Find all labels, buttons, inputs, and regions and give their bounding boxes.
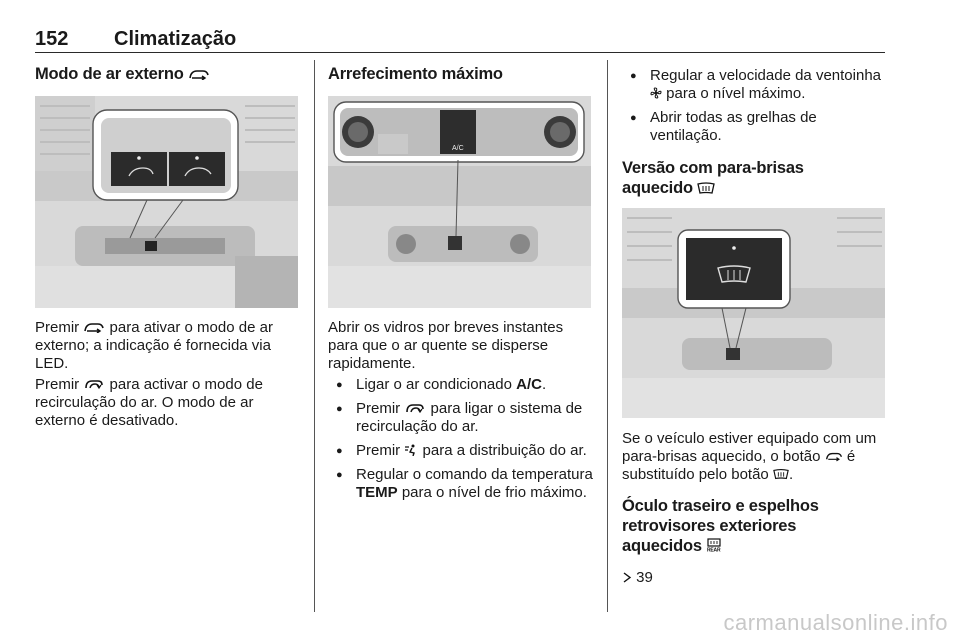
section-heading-rear-window-heating: Óculo traseiro e espelhos retrovisores e… — [622, 497, 819, 555]
air-conditioning-controls-photo: A/C — [328, 96, 591, 308]
column-heated-windscreen: Regular a velocidade da ventoinha para o… — [622, 64, 887, 624]
page-number: 152 — [35, 28, 69, 50]
ac-label: A/C — [516, 376, 542, 393]
external-air-icon — [83, 321, 105, 333]
recirculation-icon — [404, 402, 426, 414]
header-rule — [35, 52, 885, 53]
paragraph-heated-windscreen: Se o veículo estiver equipado com um par… — [622, 430, 877, 483]
fan-icon — [650, 87, 662, 99]
column-external-air: Modo de ar externo Pre — [35, 64, 300, 624]
heated-windscreen-button-photo — [622, 208, 885, 418]
list-item: Regular a velocidade da ventoinha para o… — [622, 67, 887, 103]
column-divider — [314, 60, 315, 612]
page-title: Climatização — [114, 28, 237, 50]
heated-windscreen-icon — [697, 182, 716, 194]
list-item: Premir para a distribuição do ar. — [328, 442, 593, 460]
paragraph-open-windows: Abrir os vidros por breves instantes par… — [328, 319, 564, 372]
recirculation-icon — [83, 378, 105, 390]
paragraph-recirculation: Premir para activar o modo de recirculaç… — [35, 376, 263, 429]
temp-label: TEMP — [356, 484, 398, 501]
air-distribution-icon — [404, 444, 418, 456]
svg-text:A/C: A/C — [452, 145, 464, 152]
section-heading-external-air: Modo de ar externo — [35, 64, 300, 84]
page-header: 152 Climatização — [35, 28, 885, 52]
column-max-cooling: Arrefecimento máximo A/C Abrir os vidros… — [328, 64, 593, 624]
list-item: Abrir todas as grelhas de ventilação. — [622, 109, 887, 145]
list-item: Regular o comando da temperatura TEMP pa… — [328, 466, 593, 502]
max-cooling-steps: Ligar o ar condicionado A/C. Premir para… — [328, 376, 593, 502]
rear-window-heating-icon: REAR — [706, 538, 722, 552]
external-air-icon — [825, 450, 843, 462]
external-air-icon — [188, 68, 210, 80]
column-divider — [607, 60, 608, 612]
list-item: Ligar o ar condicionado A/C. — [328, 376, 593, 394]
heated-windscreen-icon — [773, 468, 789, 480]
svg-text:REAR: REAR — [707, 548, 721, 553]
watermark: carmanualsonline.info — [723, 610, 948, 635]
paragraph-external-air: Premir para ativar o modo de ar externo;… — [35, 319, 273, 372]
list-item: Premir para ligar o sistema de recircula… — [328, 400, 593, 436]
section-heading-max-cooling: Arrefecimento máximo — [328, 65, 503, 83]
external-air-button-photo — [35, 96, 298, 308]
reference-arrow-icon — [622, 572, 632, 583]
reference-page: 39 — [636, 569, 653, 586]
cross-reference: 39 — [622, 569, 722, 587]
section-heading-heated-windscreen: Versão com para-brisas aquecido — [622, 159, 804, 197]
max-cooling-steps-continued: Regular a velocidade da ventoinha para o… — [622, 67, 887, 145]
